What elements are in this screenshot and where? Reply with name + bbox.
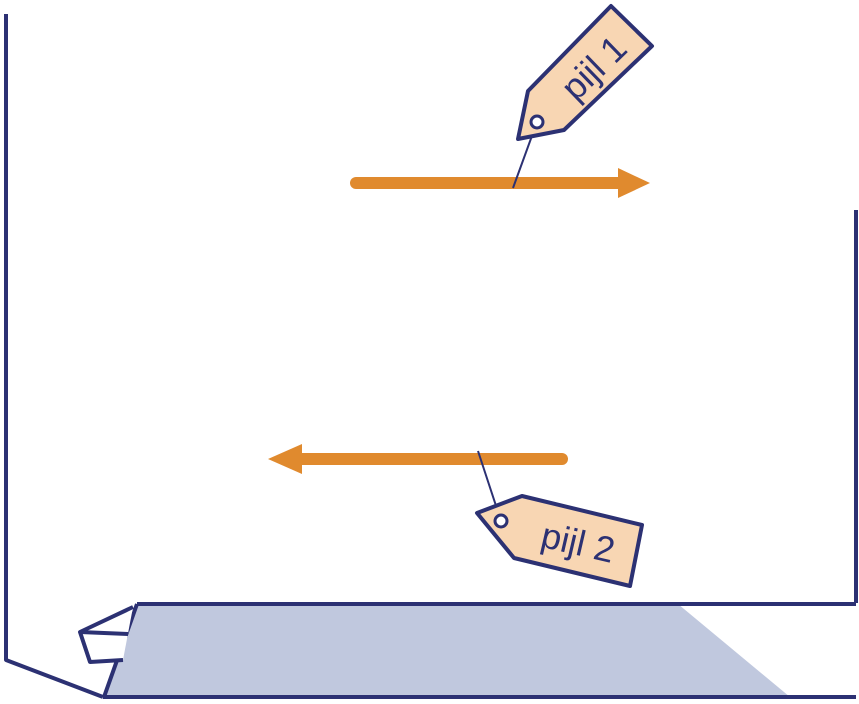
arrow-1 — [350, 168, 650, 198]
tag-1: pijl 1 — [516, 4, 654, 141]
tag-2: pijl 2 — [475, 494, 644, 588]
tag-2-body — [475, 494, 644, 588]
arrow-2 — [268, 444, 568, 474]
shaded-region — [104, 604, 790, 697]
tag-1-hole — [529, 114, 545, 130]
wedge-inner-line — [79, 630, 129, 636]
arrow-1-head — [618, 168, 650, 198]
left-wall-line — [4, 14, 104, 699]
arrow-2-head — [268, 444, 302, 474]
tag-2-hole — [493, 513, 509, 529]
tag-1-body — [516, 4, 654, 141]
